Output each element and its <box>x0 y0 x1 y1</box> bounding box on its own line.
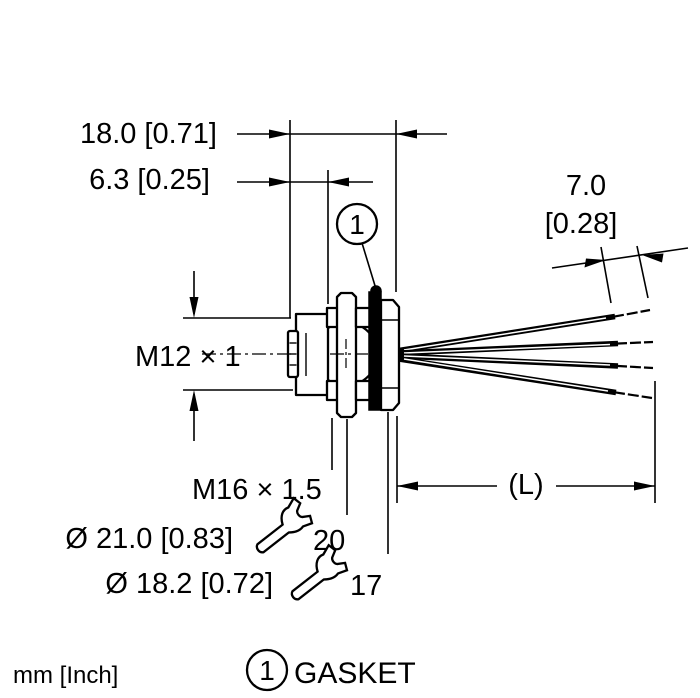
nut-diameter-label: Ø 18.2 [0.72] <box>105 568 273 600</box>
strip-length-mm: 7.0 <box>566 170 606 202</box>
mount-thread-callout: M16 × 1.5 <box>192 474 322 506</box>
cable-length-label: (L) <box>508 469 543 501</box>
dim-front-length: 6.3 [0.25] <box>89 164 373 304</box>
mount-thread-label: M16 × 1.5 <box>192 474 322 506</box>
arrowhead <box>396 129 417 139</box>
dim-cable-length: (L) <box>396 381 656 503</box>
wire-3 <box>398 353 654 370</box>
nut-diameter-row: Ø 18.2 [0.72] 17 <box>105 542 382 608</box>
hex-nut <box>379 298 401 412</box>
arrowhead <box>269 129 290 139</box>
units-note: mm [Inch] <box>13 662 118 689</box>
wire-bundle <box>398 308 654 400</box>
dim-front-thread: M12 × 1 <box>135 271 293 441</box>
wrench-size-nut: 17 <box>350 570 382 602</box>
wire-1 <box>398 308 651 354</box>
balloon-callout: 1 <box>335 202 382 297</box>
dim-total-length-label: 18.0 [0.71] <box>80 118 217 150</box>
front-thread-label: M12 × 1 <box>135 341 241 373</box>
wire-2 <box>398 340 654 356</box>
dim-total-length: 18.0 [0.71] <box>80 118 447 318</box>
legend-number: 1 <box>259 655 275 686</box>
leader-line <box>361 242 377 290</box>
lower-leader-lines <box>331 412 389 554</box>
wrench-icon <box>245 495 316 561</box>
connector-body <box>286 291 401 419</box>
flange-diameter-label: Ø 21.0 [0.83] <box>65 523 233 555</box>
strip-length-inch: [0.28] <box>545 208 618 240</box>
centerline <box>202 339 368 370</box>
dim-strip-length: 7.0 [0.28] <box>545 170 689 304</box>
flange-diameter-row: Ø 21.0 [0.83] 20 <box>65 495 345 561</box>
legend-label: GASKET <box>294 657 416 690</box>
balloon-number: 1 <box>349 209 365 240</box>
gasket-legend: 1 GASKET <box>245 648 416 692</box>
wire-4 <box>398 356 653 400</box>
gasket <box>368 291 382 411</box>
balloon-circle <box>335 202 379 246</box>
front-body <box>294 312 330 397</box>
dim-front-length-label: 6.3 [0.25] <box>89 164 210 196</box>
legend-balloon-circle <box>245 648 289 692</box>
extension-tick <box>636 245 649 299</box>
extension-tick <box>600 246 612 304</box>
units-label: mm [Inch] <box>13 662 118 689</box>
